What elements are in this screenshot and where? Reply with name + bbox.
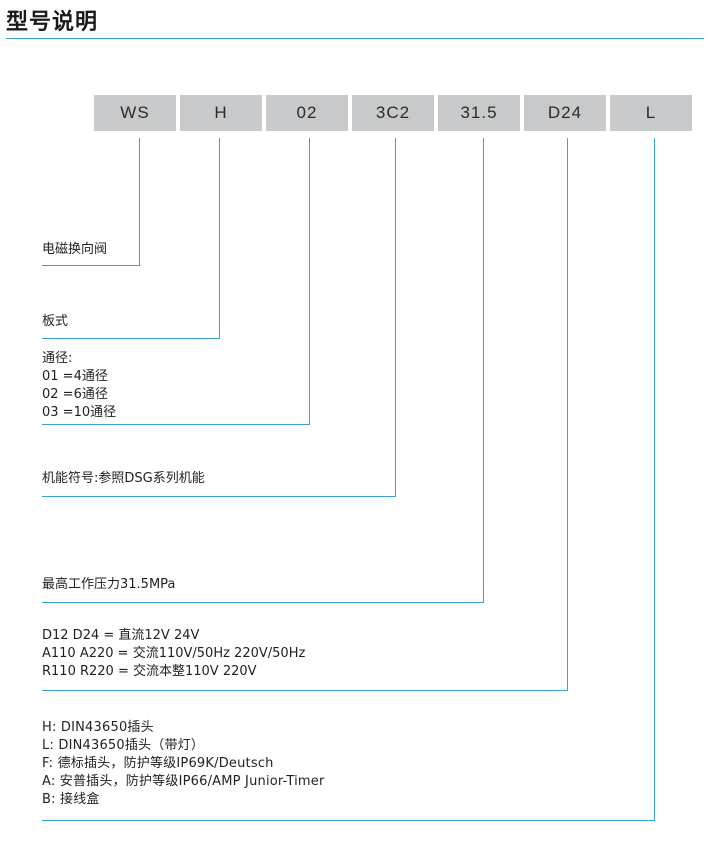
desc-connector-line: F: 德标插头，防护等级IP69K/Deutsch: [42, 756, 274, 771]
desc-pressure: 最高工作压力31.5MPa: [42, 577, 176, 592]
code-box-ws: WS: [94, 95, 176, 131]
desc-connector: H: DIN43650插头 L: DIN43650插头（带灯） F: 德标插头，…: [42, 719, 325, 809]
connector-line-ws: [42, 138, 140, 266]
connector-line-function: [42, 138, 396, 497]
code-box-pressure: 31.5: [438, 95, 520, 131]
code-box-diameter: 02: [266, 95, 348, 131]
code-box-connector: L: [610, 95, 692, 131]
title-divider: [6, 38, 704, 39]
desc-voltage-line: A110 A220 = 交流110V/50Hz 220V/50Hz: [42, 646, 306, 661]
desc-diameter: 通径: 01 =4通径 02 =6通径 03 =10通径: [42, 350, 116, 422]
desc-connector-line: H: DIN43650插头: [42, 720, 154, 735]
desc-diameter-line: 通径:: [42, 351, 73, 366]
code-box-function: 3C2: [352, 95, 434, 131]
desc-voltage-line: D12 D24 = 直流12V 24V: [42, 628, 200, 643]
connector-line-diameter: [42, 138, 310, 425]
desc-connector-line: L: DIN43650插头（带灯）: [42, 738, 205, 753]
desc-valve-type: 电磁换向阀: [42, 242, 108, 257]
connector-line-voltage: [42, 138, 568, 691]
desc-connector-line: B: 接线盒: [42, 792, 100, 807]
desc-diameter-line: 03 =10通径: [42, 405, 117, 420]
desc-mounting: 板式: [42, 314, 69, 329]
connector-line-connector: [42, 138, 655, 821]
connector-line-pressure: [42, 138, 484, 603]
page-title: 型号说明: [6, 10, 99, 35]
connector-line-h: [42, 138, 220, 339]
desc-diameter-line: 01 =4通径: [42, 369, 108, 384]
desc-diameter-line: 02 =6通径: [42, 387, 108, 402]
desc-voltage-line: R110 R220 = 交流本整110V 220V: [42, 664, 257, 679]
code-box-voltage: D24: [524, 95, 606, 131]
desc-function: 机能符号:参照DSG系列机能: [42, 471, 205, 486]
desc-connector-line: A: 安普插头，防护等级IP66/AMP Junior-Timer: [42, 774, 325, 789]
code-box-h: H: [180, 95, 262, 131]
desc-voltage: D12 D24 = 直流12V 24V A110 A220 = 交流110V/5…: [42, 627, 305, 681]
